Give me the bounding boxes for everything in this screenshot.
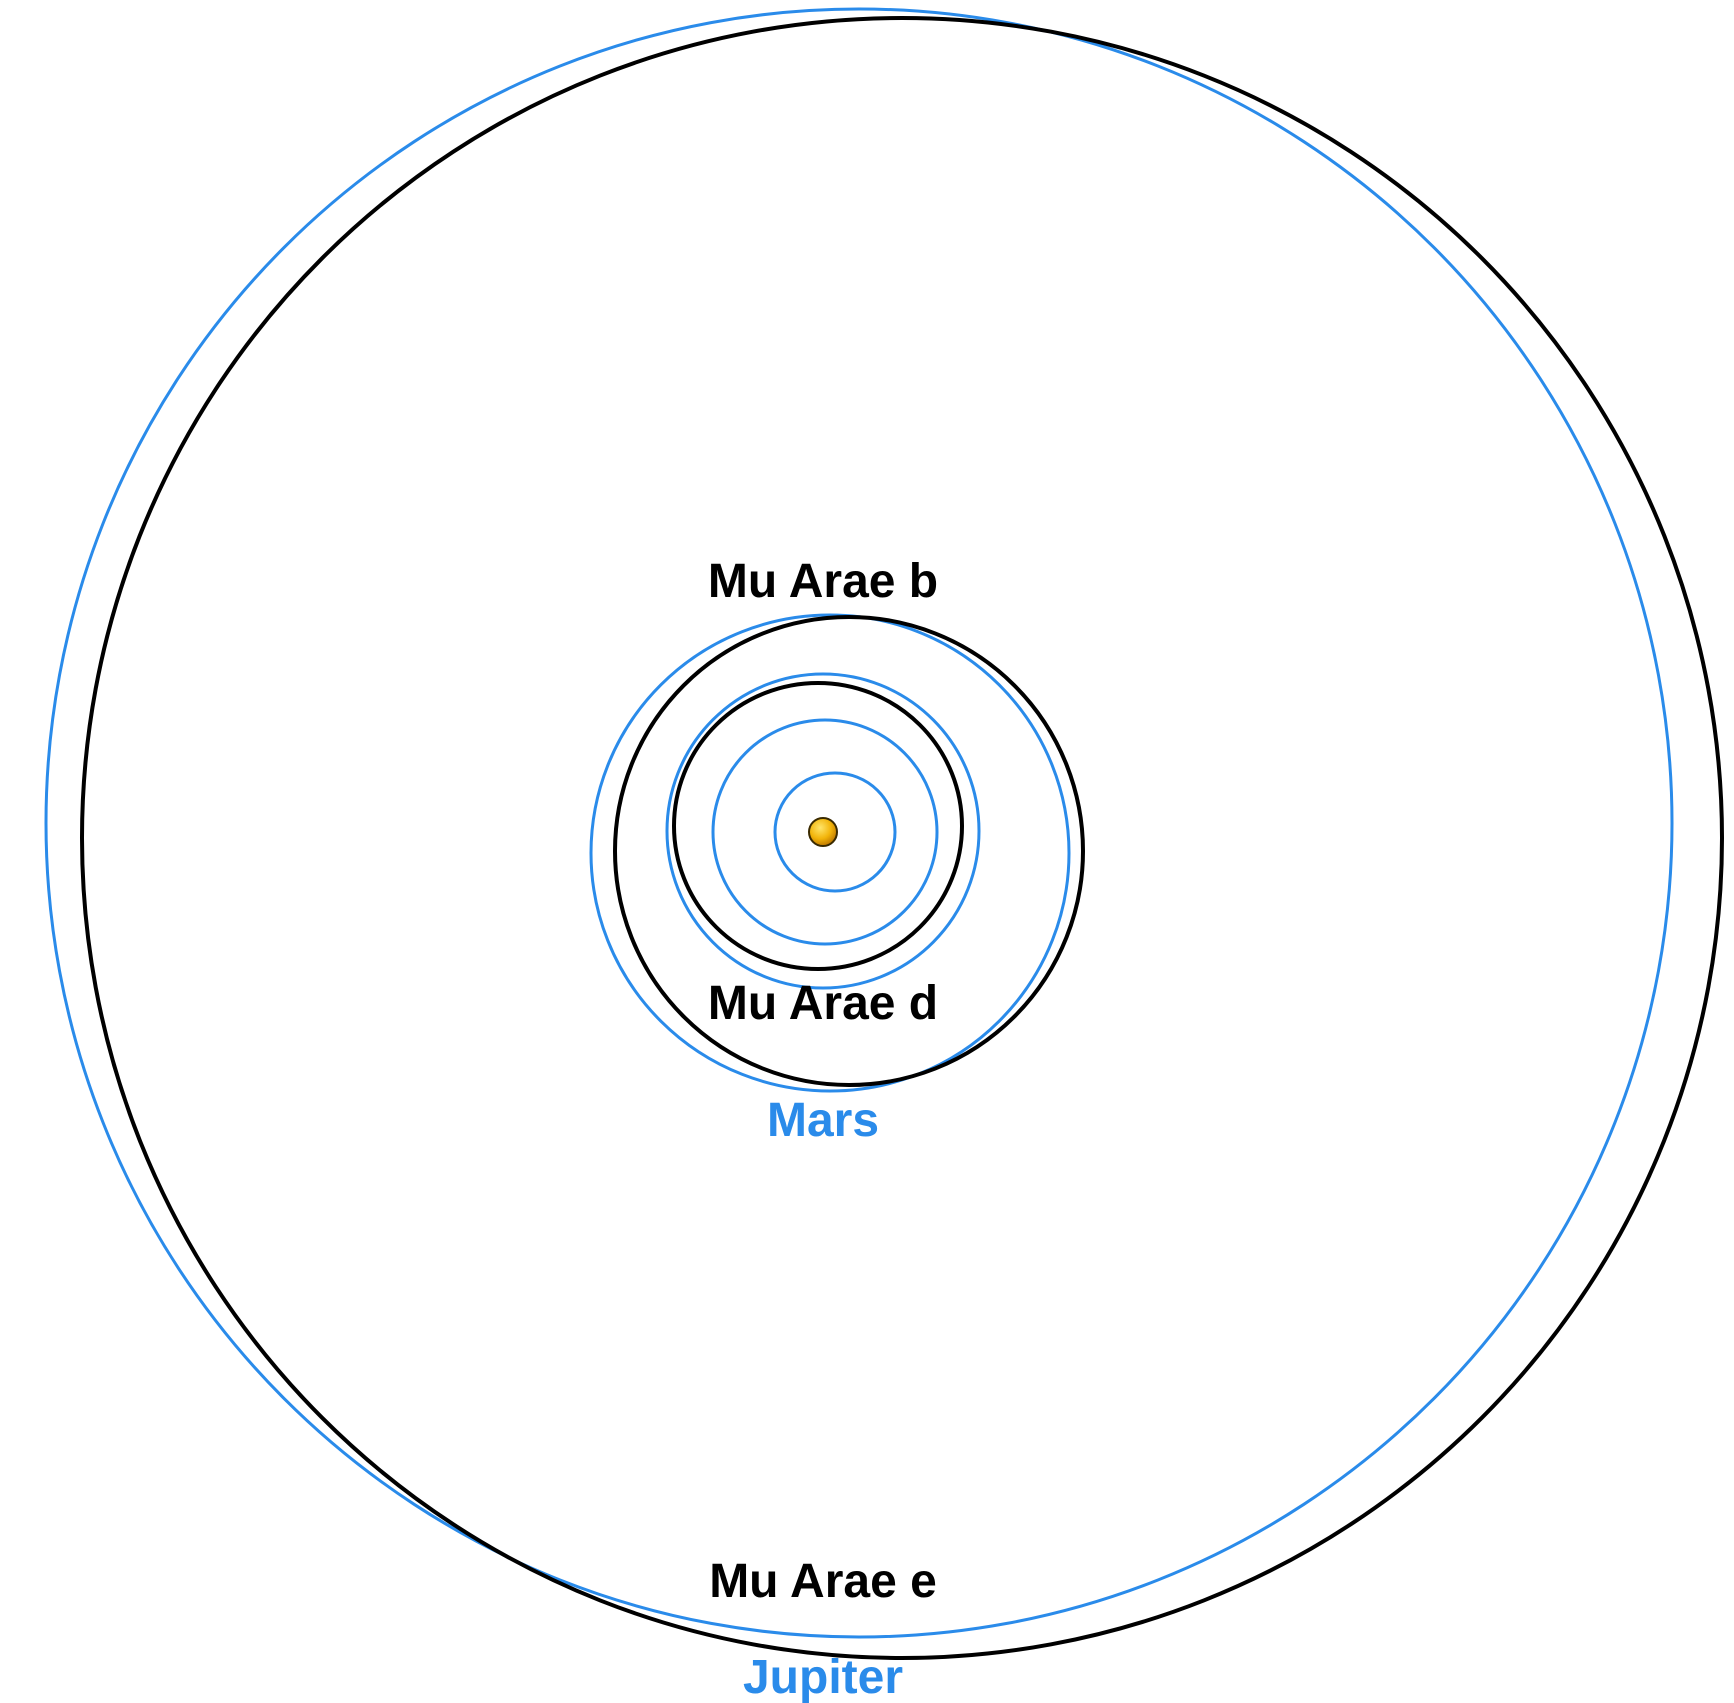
label-mu-arae-b: Mu Arae b	[708, 555, 938, 608]
label-jupiter: Jupiter	[743, 1651, 903, 1703]
solar-system-orbits	[44, 7, 1674, 1639]
mu-arae-d-orbit	[672, 681, 964, 971]
mu-arae-star	[808, 817, 838, 847]
earth-orbit	[665, 672, 981, 990]
star-icon	[808, 817, 838, 847]
orbit-labels: Mu Arae b Mu Arae d Mars Mu Arae e Jupit…	[708, 555, 938, 1703]
label-mu-arae-e: Mu Arae e	[709, 1555, 937, 1608]
mu-arae-e-orbit	[80, 16, 1724, 1660]
venus-orbit	[711, 718, 939, 946]
label-mars: Mars	[767, 1094, 879, 1147]
mars-orbit	[589, 613, 1071, 1093]
mu-arae-b-orbit	[613, 615, 1085, 1087]
label-mu-arae-d: Mu Arae d	[708, 977, 938, 1030]
mercury-orbit	[773, 771, 897, 893]
jupiter-orbit	[44, 7, 1674, 1639]
mu-arae-orbits	[80, 16, 1724, 1660]
